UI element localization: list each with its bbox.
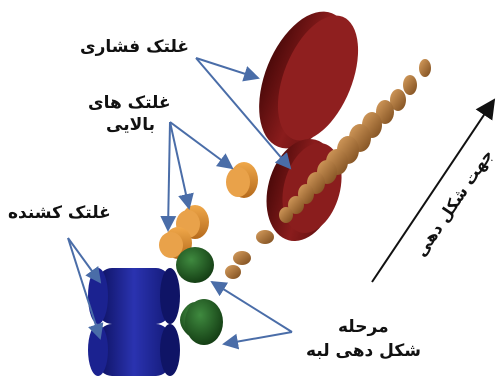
upper-rolls	[159, 162, 258, 259]
billet-line	[225, 59, 431, 279]
flange-stage-label-line1: مرحله	[338, 317, 389, 337]
flange-rolls	[176, 247, 223, 345]
pointer-arrows	[67, 57, 293, 350]
pressure-roll	[259, 11, 359, 241]
flange-stage-label-line2: شکل دهی لبه	[306, 341, 421, 361]
pulling-roll-label: غلتک کشنده	[8, 203, 111, 223]
pulling-rolls	[88, 268, 180, 376]
forming-direction-arrow	[371, 98, 496, 283]
upper-rolls-label-line2: بالایی	[106, 115, 156, 135]
pressure-roll-label: غلتک فشاری	[80, 37, 189, 57]
upper-rolls-label-line1: غلتک های	[88, 93, 171, 113]
